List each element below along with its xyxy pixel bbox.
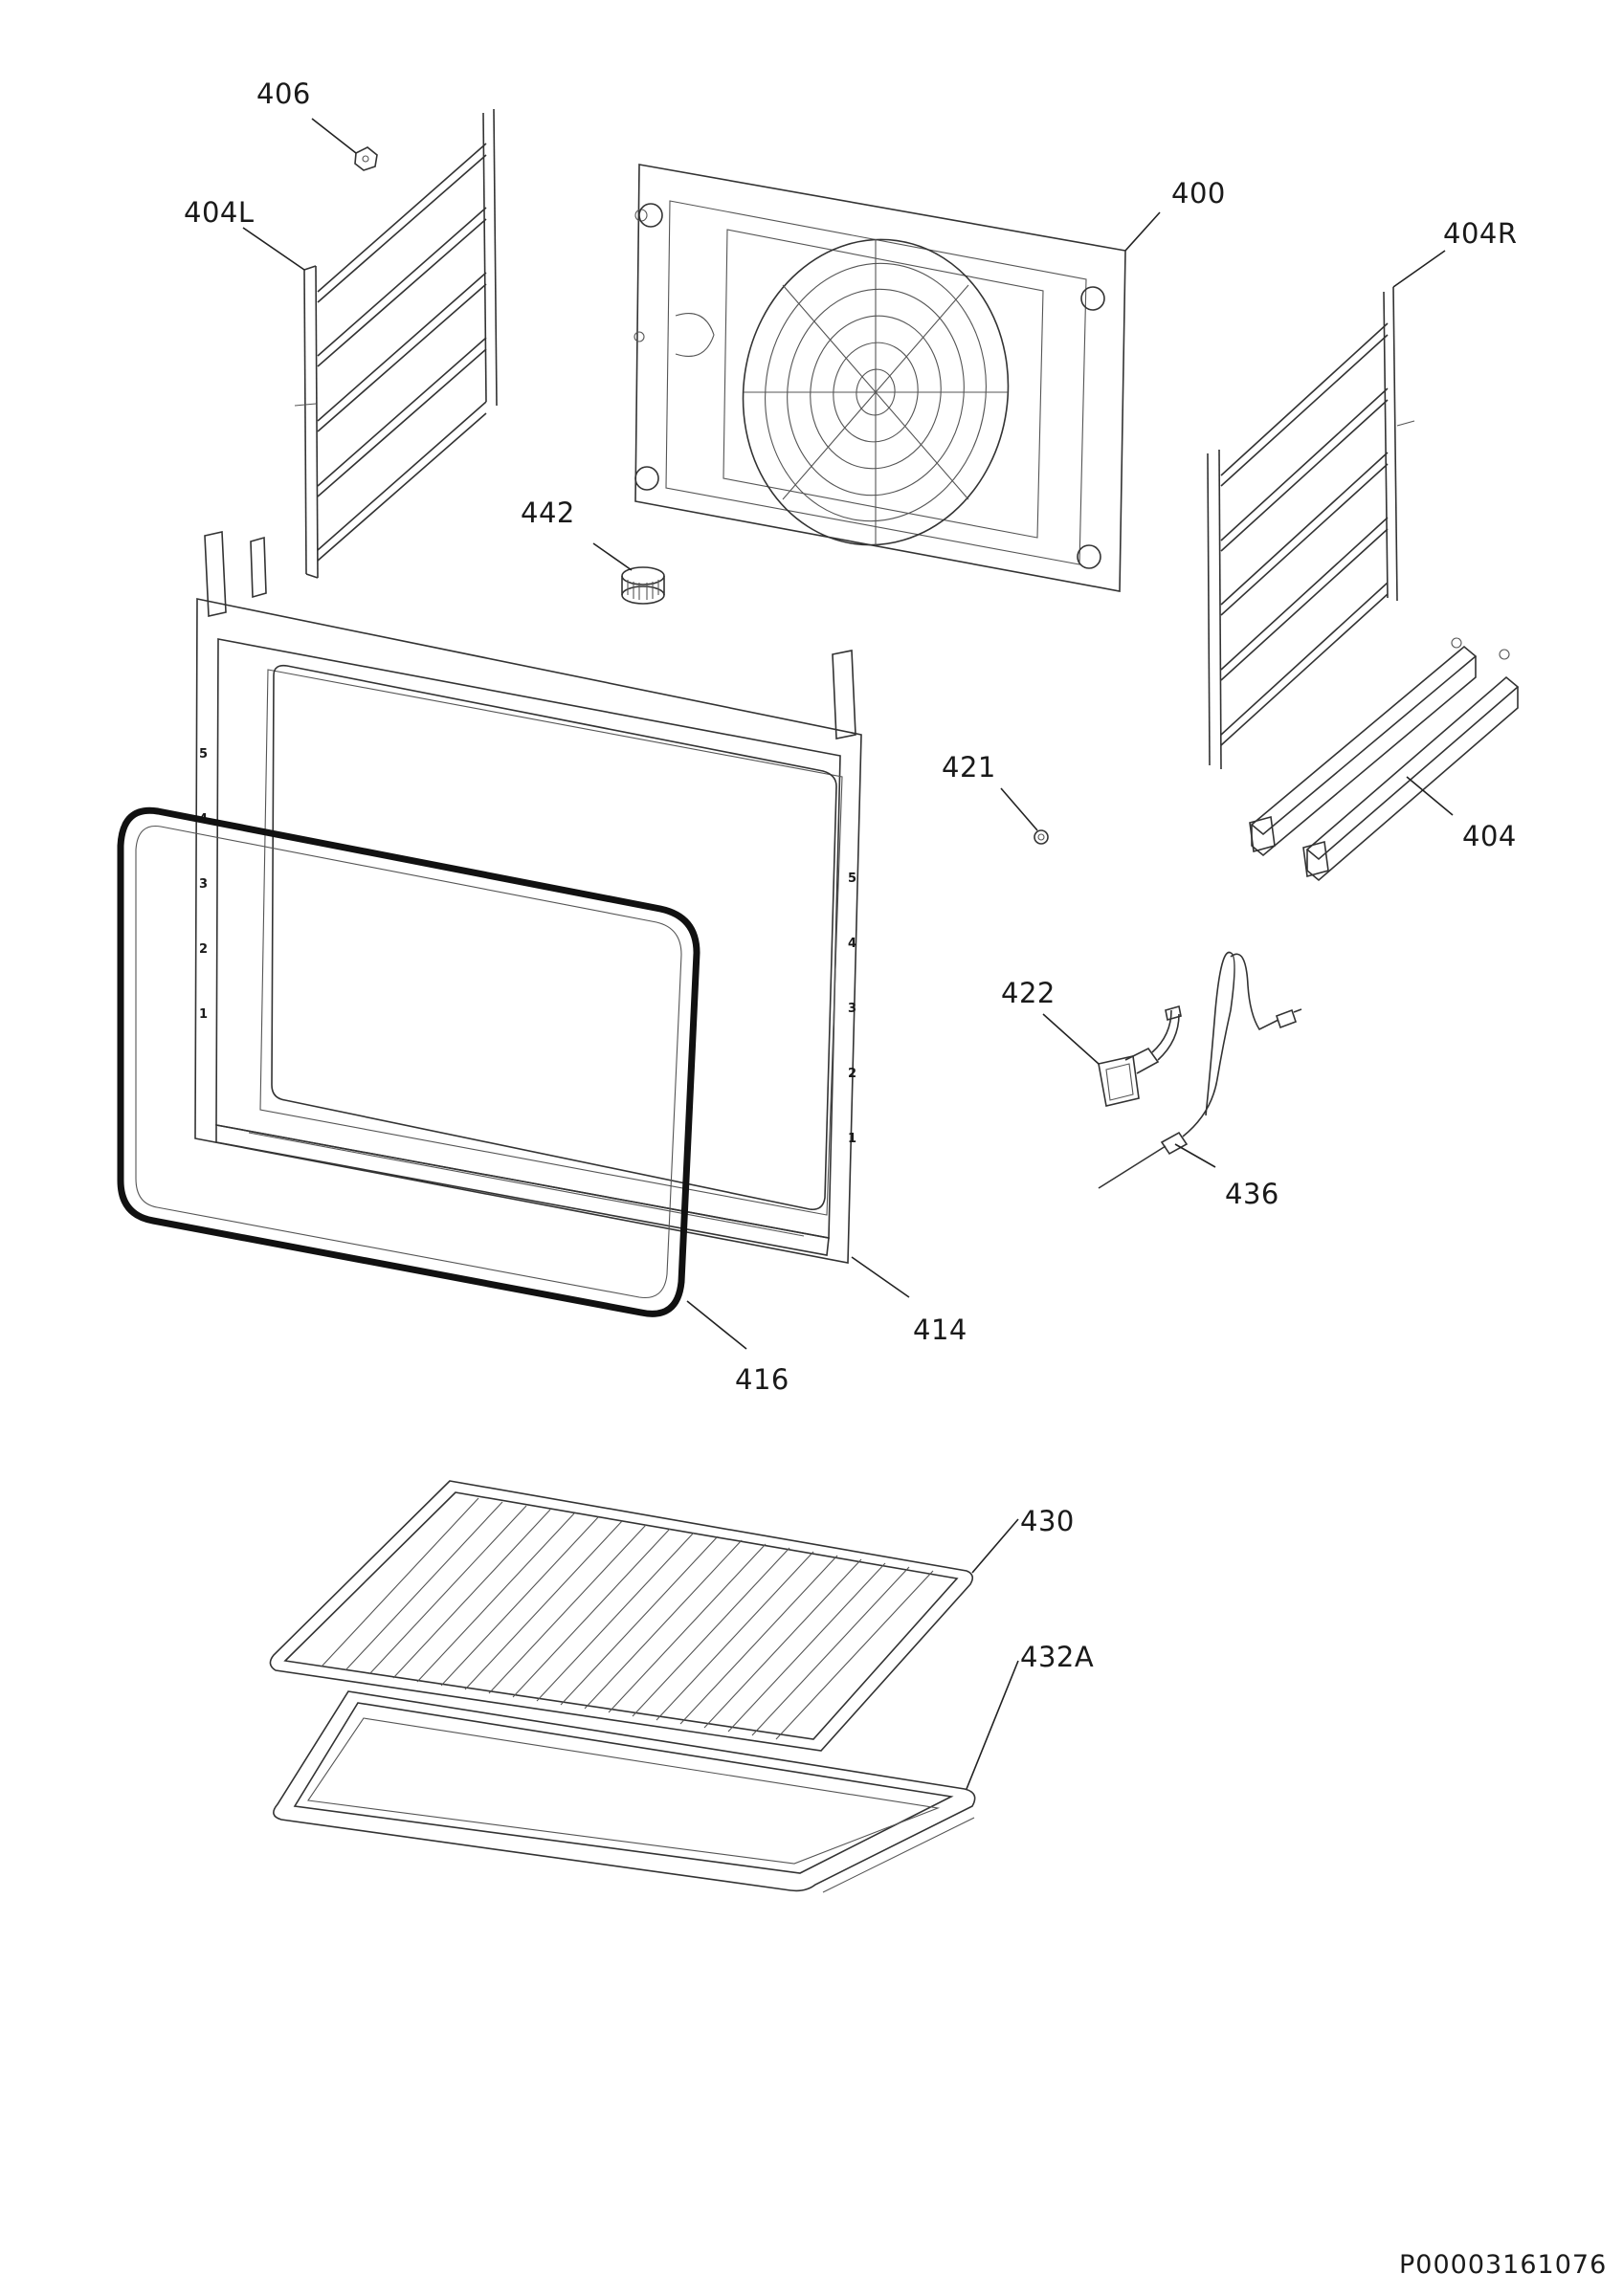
leader-406 bbox=[311, 118, 357, 154]
callout-432A: 432A bbox=[1020, 1641, 1094, 1673]
callout-436: 436 bbox=[1225, 1178, 1279, 1210]
left-level-1: 1 bbox=[199, 1007, 208, 1022]
right-level-3: 3 bbox=[848, 1002, 856, 1016]
leader-436 bbox=[1174, 1143, 1216, 1168]
part-421-fastener bbox=[1034, 829, 1049, 845]
left-level-5: 5 bbox=[199, 747, 208, 762]
callout-404L: 404L bbox=[184, 196, 255, 229]
left-level-2: 2 bbox=[199, 942, 208, 957]
leader-lines bbox=[242, 118, 1454, 1790]
part-422-lamp-holder bbox=[1098, 1004, 1182, 1107]
part-404-telescopic-runners bbox=[1249, 637, 1520, 882]
callout-421: 421 bbox=[942, 751, 996, 784]
leader-414 bbox=[851, 1256, 910, 1298]
callout-414: 414 bbox=[913, 1314, 967, 1346]
callout-404R: 404R bbox=[1443, 217, 1518, 250]
callout-416: 416 bbox=[735, 1363, 789, 1396]
part-442-lamp-cover bbox=[621, 566, 665, 605]
callout-404: 404 bbox=[1462, 820, 1517, 852]
part-406-washer bbox=[354, 146, 378, 171]
leader-432A bbox=[966, 1660, 1019, 1790]
leader-416 bbox=[686, 1300, 747, 1350]
callout-430: 430 bbox=[1020, 1505, 1075, 1537]
right-level-1: 1 bbox=[848, 1132, 856, 1146]
callout-labels: 406 404L 400 404R 442 421 404 422 436 41… bbox=[184, 77, 1518, 1673]
right-level-2: 2 bbox=[848, 1067, 856, 1081]
part-400-rear-panel bbox=[634, 164, 1126, 592]
leader-442 bbox=[592, 542, 633, 571]
callout-422: 422 bbox=[1001, 977, 1056, 1009]
leader-421 bbox=[1000, 787, 1038, 831]
fan-cover bbox=[742, 238, 1010, 546]
part-404R-shelf-support-right bbox=[1207, 286, 1415, 770]
callout-406: 406 bbox=[256, 77, 311, 110]
document-id: P00003161076 bbox=[1399, 2250, 1607, 2280]
leader-422 bbox=[1042, 1013, 1100, 1065]
part-416-door-gasket bbox=[117, 806, 700, 1317]
leader-404R bbox=[1392, 250, 1446, 288]
part-432A-baking-tray bbox=[273, 1690, 976, 1893]
part-436-temperature-sensor bbox=[1098, 951, 1302, 1189]
leader-404L bbox=[242, 227, 305, 271]
callout-400: 400 bbox=[1171, 177, 1226, 210]
right-level-5: 5 bbox=[848, 872, 856, 886]
callout-442: 442 bbox=[521, 497, 575, 529]
left-level-3: 3 bbox=[199, 877, 208, 892]
leader-404 bbox=[1406, 776, 1454, 816]
part-430-wire-shelf bbox=[269, 1480, 974, 1752]
leader-400 bbox=[1124, 211, 1161, 252]
part-404L-shelf-support-left bbox=[294, 108, 498, 579]
right-level-4: 4 bbox=[848, 937, 856, 951]
leader-430 bbox=[971, 1518, 1019, 1574]
